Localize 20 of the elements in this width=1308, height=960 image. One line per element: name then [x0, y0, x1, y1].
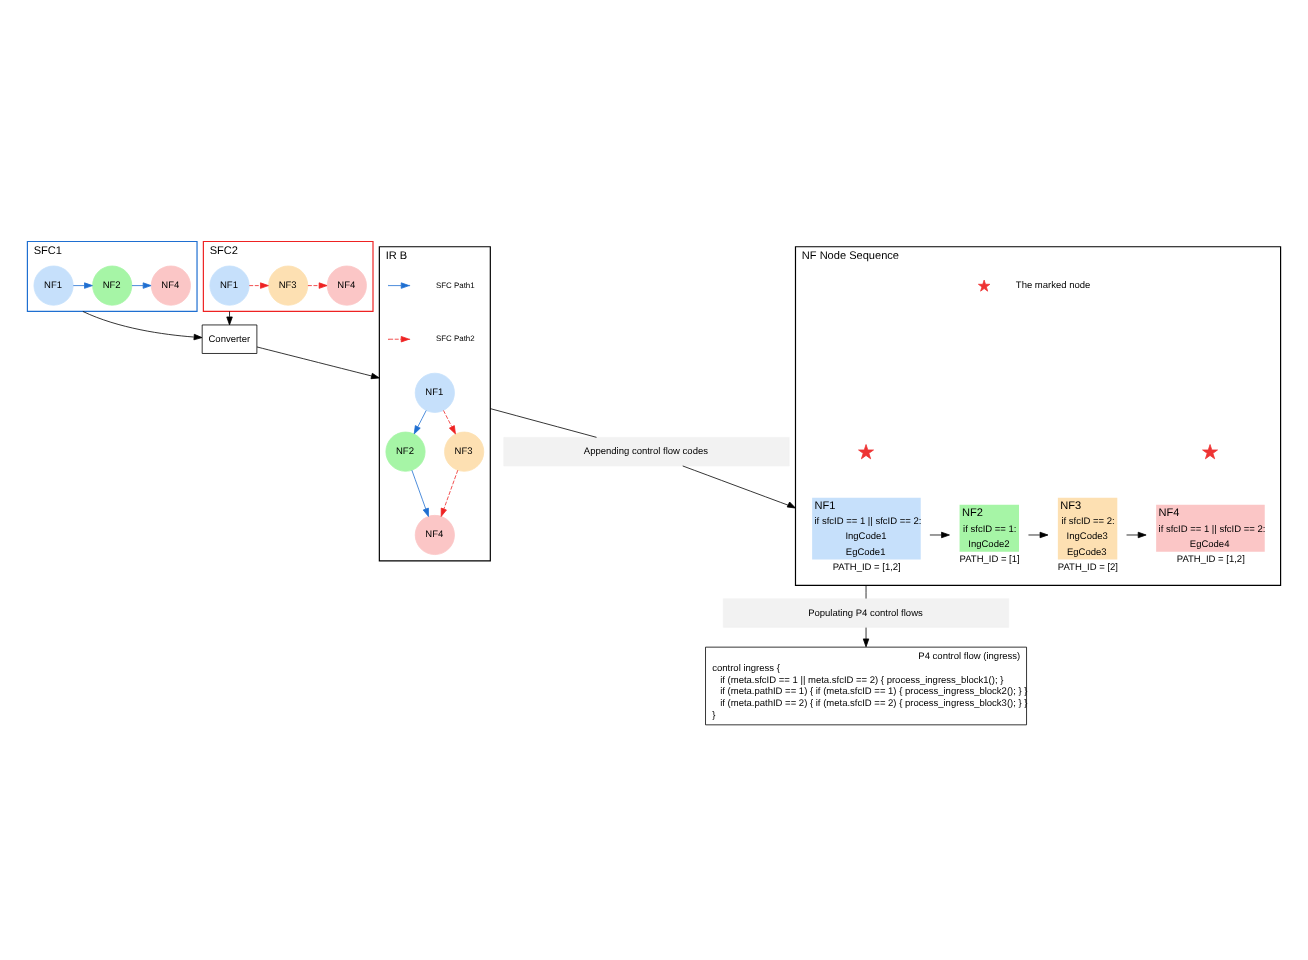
arrow	[248, 282, 269, 289]
arrow	[1126, 531, 1147, 539]
arrow	[411, 469, 429, 517]
arrow	[256, 346, 380, 380]
arrow	[131, 282, 152, 289]
arrow	[413, 410, 427, 435]
arrow	[443, 410, 456, 435]
arrow	[307, 282, 328, 289]
arrow	[440, 469, 459, 517]
connector	[865, 584, 867, 599]
arrow	[1028, 531, 1049, 539]
arrow	[226, 311, 233, 326]
arrow	[72, 282, 93, 289]
node-star	[1202, 444, 1218, 460]
node-star	[858, 444, 874, 460]
arrow	[929, 531, 950, 539]
connector	[489, 408, 597, 438]
arrow	[82, 311, 203, 341]
arrow	[682, 465, 796, 509]
arrow	[862, 627, 870, 648]
